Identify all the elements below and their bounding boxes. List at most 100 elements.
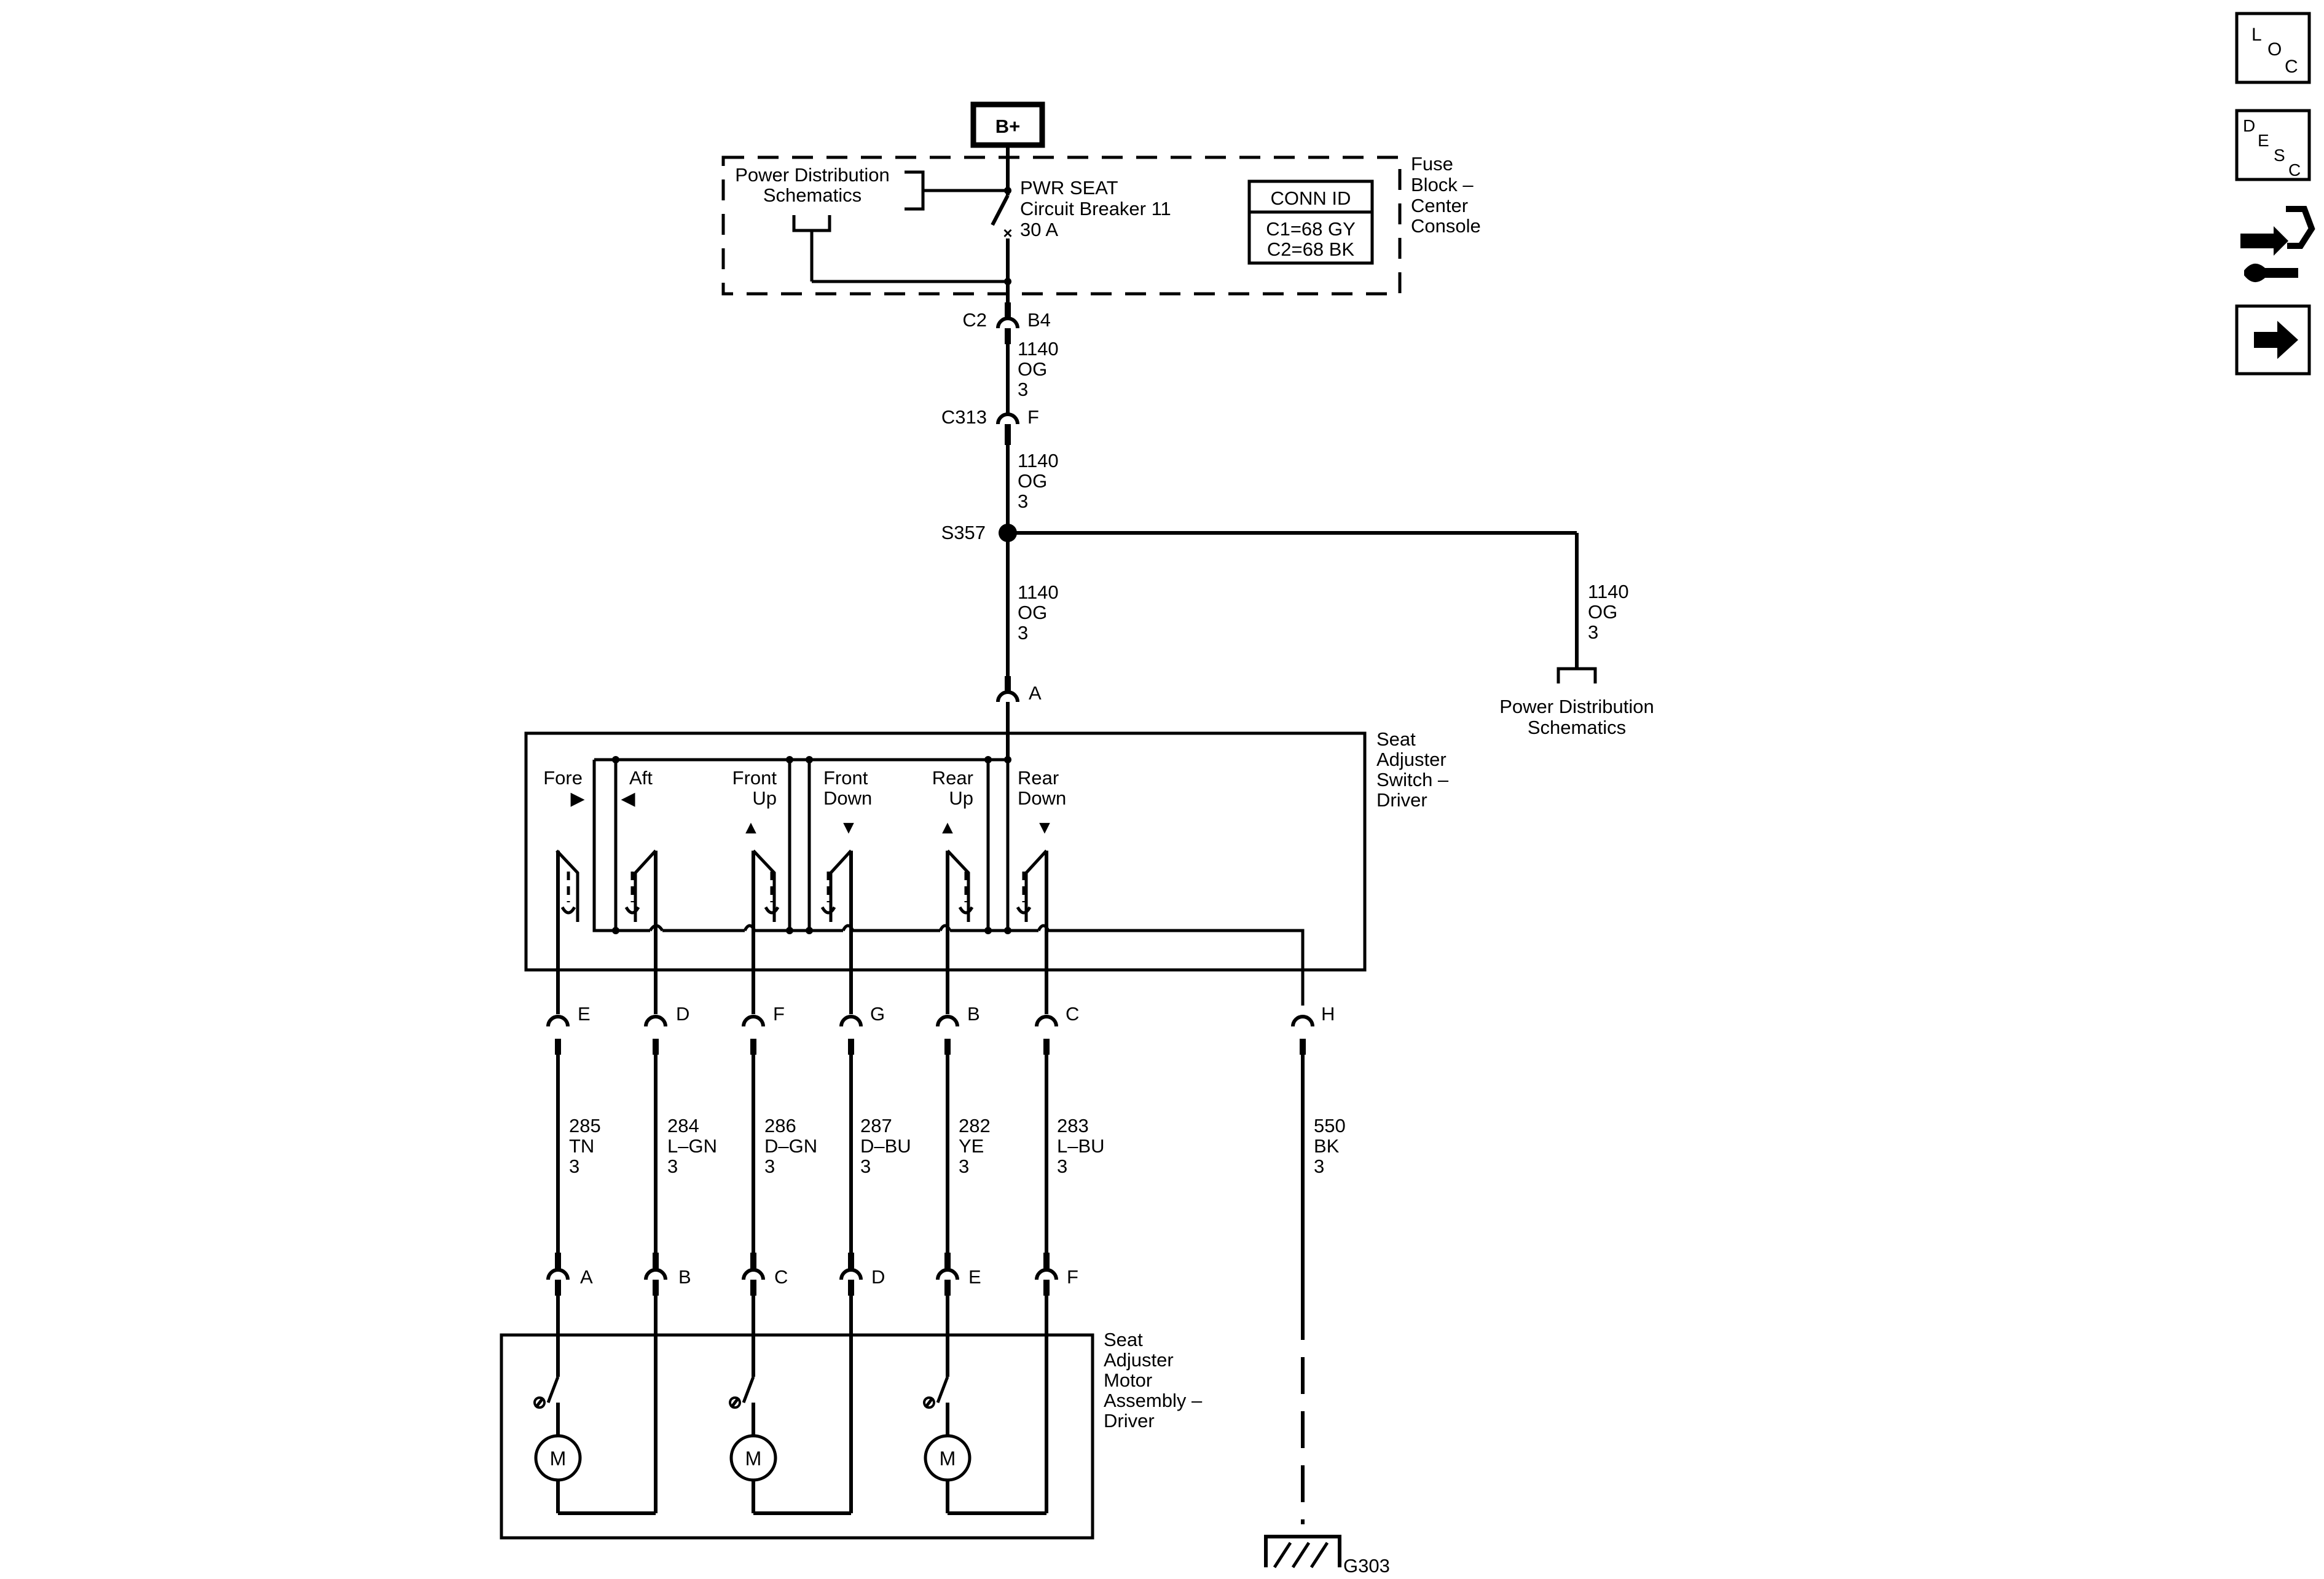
wire-1140-label: 1140 OG 3 bbox=[1018, 450, 1059, 512]
svg-text:Aft: Aft bbox=[629, 767, 653, 789]
svg-text:30 A: 30 A bbox=[1020, 219, 1058, 240]
svg-text:C: C bbox=[2288, 160, 2301, 179]
seat-motor-front-vertical: M bbox=[729, 1296, 853, 1515]
svg-text:282: 282 bbox=[959, 1115, 991, 1136]
circuit-breaker-label: PWR SEAT Circuit Breaker 11 30 A bbox=[1020, 177, 1171, 240]
motor-assembly-name: Seat Adjuster Motor Assembly – Driver bbox=[1104, 1329, 1203, 1431]
svg-text:Switch –: Switch – bbox=[1376, 769, 1449, 790]
ground-wire-550: H 550 BK 3 bbox=[1291, 1003, 1346, 1524]
svg-text:287: 287 bbox=[860, 1115, 892, 1136]
svg-text:Power Distribution: Power Distribution bbox=[735, 164, 890, 186]
svg-text:G303: G303 bbox=[1343, 1555, 1390, 1577]
loc-button[interactable]: L O C bbox=[2235, 12, 2311, 84]
switch-position-front-up: Front Up ▲ bbox=[732, 767, 777, 838]
harness-wire-286: F 286 D–GN 3 C bbox=[742, 1003, 817, 1296]
svg-text:M: M bbox=[940, 1447, 956, 1470]
battery-label: B+ bbox=[995, 116, 1021, 137]
svg-text:B4: B4 bbox=[1027, 309, 1051, 331]
svg-text:E: E bbox=[2258, 131, 2269, 150]
svg-text:Up: Up bbox=[949, 787, 973, 809]
conn-id-table: CONN ID C1=68 GY C2=68 BK bbox=[1247, 179, 1374, 265]
svg-text:PWR SEAT: PWR SEAT bbox=[1020, 177, 1118, 199]
svg-text:Rear: Rear bbox=[1018, 767, 1059, 789]
fuse-block-name: Fuse Block – Center Console bbox=[1411, 153, 1481, 237]
arrow-up-icon: ▲ bbox=[938, 817, 957, 838]
svg-text:O: O bbox=[2267, 39, 2282, 60]
arrow-right-icon: ▶ bbox=[570, 789, 584, 809]
svg-text:3: 3 bbox=[667, 1156, 678, 1177]
svg-text:Down: Down bbox=[823, 787, 872, 809]
svg-text:D: D bbox=[871, 1266, 885, 1288]
connector-tool-icon[interactable] bbox=[2240, 206, 2315, 283]
svg-text:Down: Down bbox=[1018, 787, 1066, 809]
arrow-left-icon: ◀ bbox=[621, 789, 635, 809]
seat-adjuster-switch-name: Seat Adjuster Switch – Driver bbox=[1376, 728, 1449, 811]
svg-text:D–GN: D–GN bbox=[764, 1135, 817, 1157]
svg-text:H: H bbox=[1321, 1003, 1335, 1025]
svg-text:BK: BK bbox=[1314, 1135, 1340, 1157]
power-distribution-reference[interactable]: Power Distribution Schematics bbox=[1499, 696, 1654, 738]
svg-text:D: D bbox=[676, 1003, 689, 1025]
svg-text:×: × bbox=[1003, 224, 1012, 242]
connector-c313: C313 F bbox=[941, 406, 1039, 445]
splice-label: S357 bbox=[941, 522, 986, 543]
wire-1140-label: 1140 OG 3 bbox=[1018, 338, 1059, 400]
svg-text:S: S bbox=[2274, 146, 2285, 165]
svg-text:E: E bbox=[968, 1266, 981, 1288]
svg-text:OG: OG bbox=[1018, 358, 1047, 380]
svg-text:283: 283 bbox=[1057, 1115, 1089, 1136]
fuse-block-reference[interactable]: Power Distribution Schematics bbox=[735, 164, 890, 206]
svg-text:C2: C2 bbox=[962, 309, 987, 331]
svg-text:3: 3 bbox=[959, 1156, 969, 1177]
svg-text:CONN ID: CONN ID bbox=[1271, 187, 1351, 209]
svg-text:550: 550 bbox=[1314, 1115, 1346, 1136]
svg-text:Schematics: Schematics bbox=[1528, 717, 1626, 738]
wire-1140-branch-label: 1140 OG 3 bbox=[1588, 581, 1629, 643]
svg-text:M: M bbox=[550, 1447, 567, 1470]
svg-text:3: 3 bbox=[764, 1156, 775, 1177]
arrow-right-icon bbox=[2254, 321, 2298, 359]
svg-text:Seat: Seat bbox=[1376, 728, 1416, 750]
svg-text:Circuit Breaker 11: Circuit Breaker 11 bbox=[1020, 198, 1171, 219]
svg-text:Fore: Fore bbox=[543, 767, 583, 789]
svg-text:C: C bbox=[774, 1266, 788, 1288]
seat-motor-rear-vertical: M bbox=[923, 1296, 1048, 1515]
seat-motor-horizontal: M bbox=[533, 1296, 658, 1515]
harness-wire-283: C 283 L–BU 3 F bbox=[1035, 1003, 1105, 1296]
desc-button[interactable]: D E S C bbox=[2235, 109, 2311, 181]
next-page-button[interactable] bbox=[2235, 304, 2311, 376]
svg-text:286: 286 bbox=[764, 1115, 796, 1136]
svg-text:3: 3 bbox=[1057, 1156, 1067, 1177]
svg-text:C313: C313 bbox=[941, 406, 987, 428]
svg-text:L–GN: L–GN bbox=[667, 1135, 717, 1157]
svg-text:Driver: Driver bbox=[1376, 789, 1427, 811]
svg-text:Front: Front bbox=[823, 767, 868, 789]
circuit-breaker-switch bbox=[991, 194, 1010, 226]
svg-text:B: B bbox=[967, 1003, 980, 1025]
fuse-block-box bbox=[721, 156, 1402, 296]
svg-text:Center: Center bbox=[1411, 195, 1468, 216]
connector-switch-a: A bbox=[996, 676, 1042, 704]
svg-text:F: F bbox=[1027, 406, 1039, 428]
svg-text:1140: 1140 bbox=[1018, 338, 1059, 360]
svg-text:Block –: Block – bbox=[1411, 174, 1474, 195]
svg-text:L: L bbox=[2251, 25, 2262, 45]
svg-text:Power Distribution: Power Distribution bbox=[1499, 696, 1654, 717]
switch-contacts bbox=[555, 849, 1048, 922]
connector-c2-b4: C2 B4 bbox=[962, 302, 1051, 344]
svg-text:A: A bbox=[1029, 682, 1042, 704]
svg-text:Adjuster: Adjuster bbox=[1104, 1349, 1174, 1371]
svg-text:Fuse: Fuse bbox=[1411, 153, 1453, 175]
svg-text:1140: 1140 bbox=[1018, 450, 1059, 471]
switch-position-rear-up: Rear Up ▲ bbox=[932, 767, 973, 838]
svg-text:1140: 1140 bbox=[1018, 581, 1059, 603]
svg-text:C2=68 BK: C2=68 BK bbox=[1267, 238, 1355, 260]
svg-text:F: F bbox=[773, 1003, 785, 1025]
svg-text:C: C bbox=[2285, 57, 2298, 77]
arrow-down-icon: ▼ bbox=[1035, 817, 1054, 838]
switch-position-aft: Aft ◀ bbox=[621, 767, 653, 809]
svg-text:L–BU: L–BU bbox=[1057, 1135, 1105, 1157]
svg-text:Seat: Seat bbox=[1104, 1329, 1143, 1350]
svg-text:M: M bbox=[745, 1447, 762, 1470]
